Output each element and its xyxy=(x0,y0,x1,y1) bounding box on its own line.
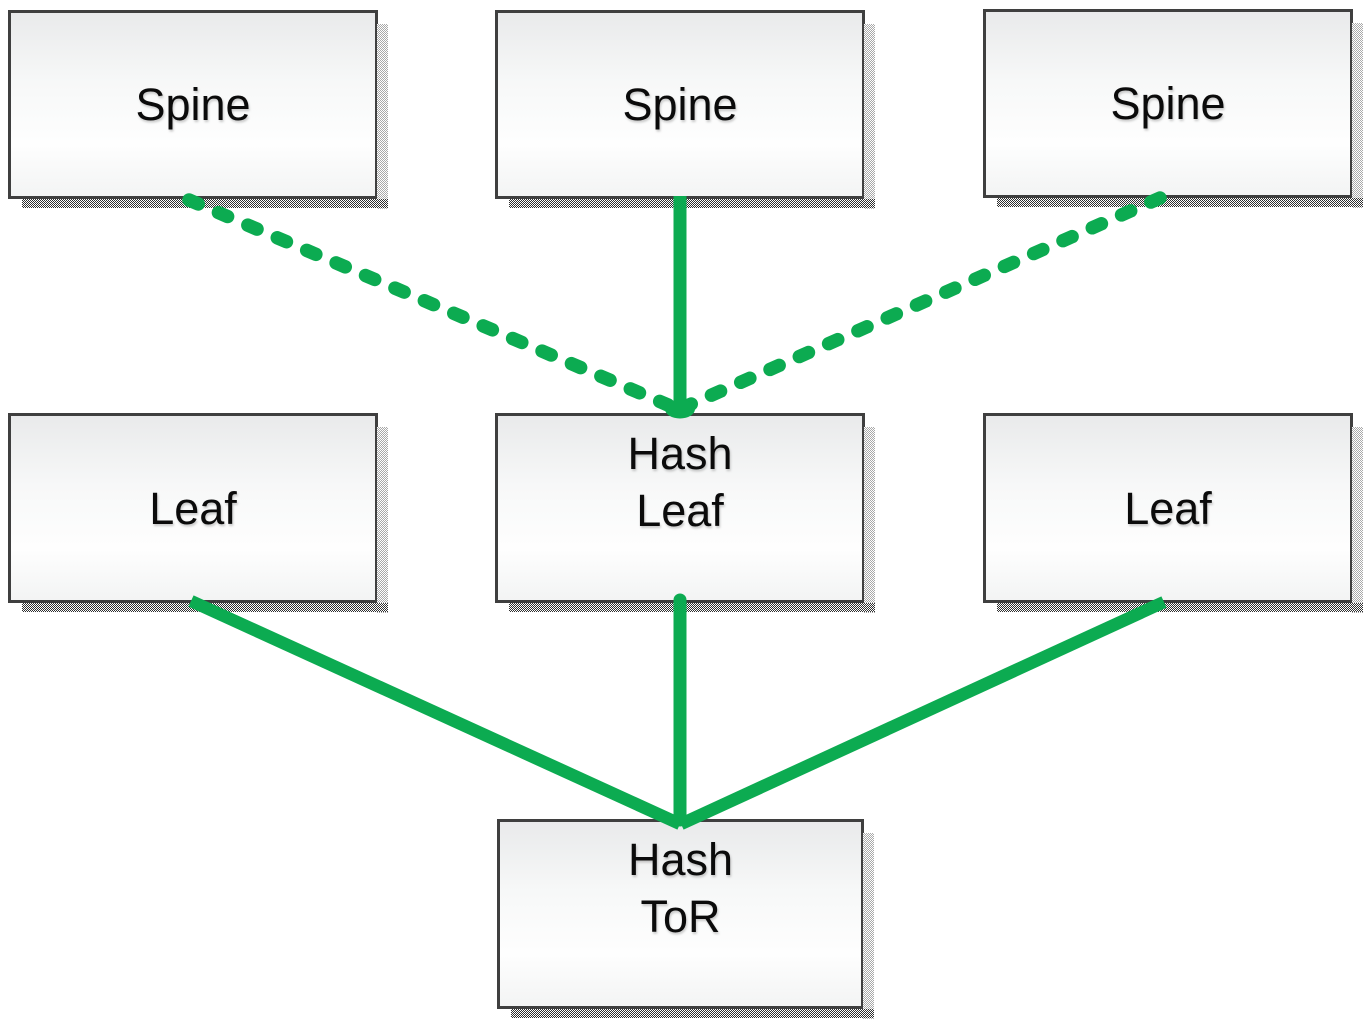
drop-shadow xyxy=(377,427,388,613)
node-spine-right[interactable]: Spine xyxy=(983,9,1363,208)
node-label-line2: Leaf xyxy=(636,485,724,536)
drop-shadow xyxy=(22,603,388,612)
node-spine-middle[interactable]: Spine xyxy=(495,10,875,209)
node-label: Spine xyxy=(622,79,738,130)
drop-shadow xyxy=(511,1009,874,1018)
edge-spine-right-to-hash-leaf xyxy=(682,191,1167,412)
drop-shadow xyxy=(863,833,874,1019)
drop-shadow xyxy=(997,603,1363,612)
node-label-line2: ToR xyxy=(640,891,721,942)
drop-shadow xyxy=(864,427,875,613)
node-label: Hash xyxy=(627,834,734,885)
drop-shadow xyxy=(377,24,388,209)
edge-leaf-right-to-hash-tor xyxy=(678,596,1167,830)
node-label: Spine xyxy=(1110,78,1226,129)
node-spine-left[interactable]: Spine xyxy=(8,10,388,209)
drop-shadow xyxy=(22,199,388,208)
drop-shadow xyxy=(509,199,875,208)
node-leaf-left[interactable]: Leaf xyxy=(8,413,388,613)
drop-shadow xyxy=(1352,23,1363,208)
node-leaf-right[interactable]: Leaf xyxy=(983,413,1363,613)
drop-shadow xyxy=(997,198,1363,207)
node-hash-tor[interactable]: Hash ToR xyxy=(497,819,874,1019)
node-hash-leaf[interactable]: Hash Leaf xyxy=(495,413,875,613)
drop-shadow xyxy=(864,24,875,209)
node-label: Spine xyxy=(135,79,251,130)
edge-spine-left-to-hash-leaf xyxy=(182,193,675,412)
node-label: Leaf xyxy=(1124,482,1212,534)
node-label: Leaf xyxy=(149,482,237,534)
drop-shadow xyxy=(1352,427,1363,613)
edge-leaf-left-to-hash-tor xyxy=(188,595,683,830)
node-label: Hash xyxy=(627,428,733,479)
drop-shadow xyxy=(509,603,875,612)
